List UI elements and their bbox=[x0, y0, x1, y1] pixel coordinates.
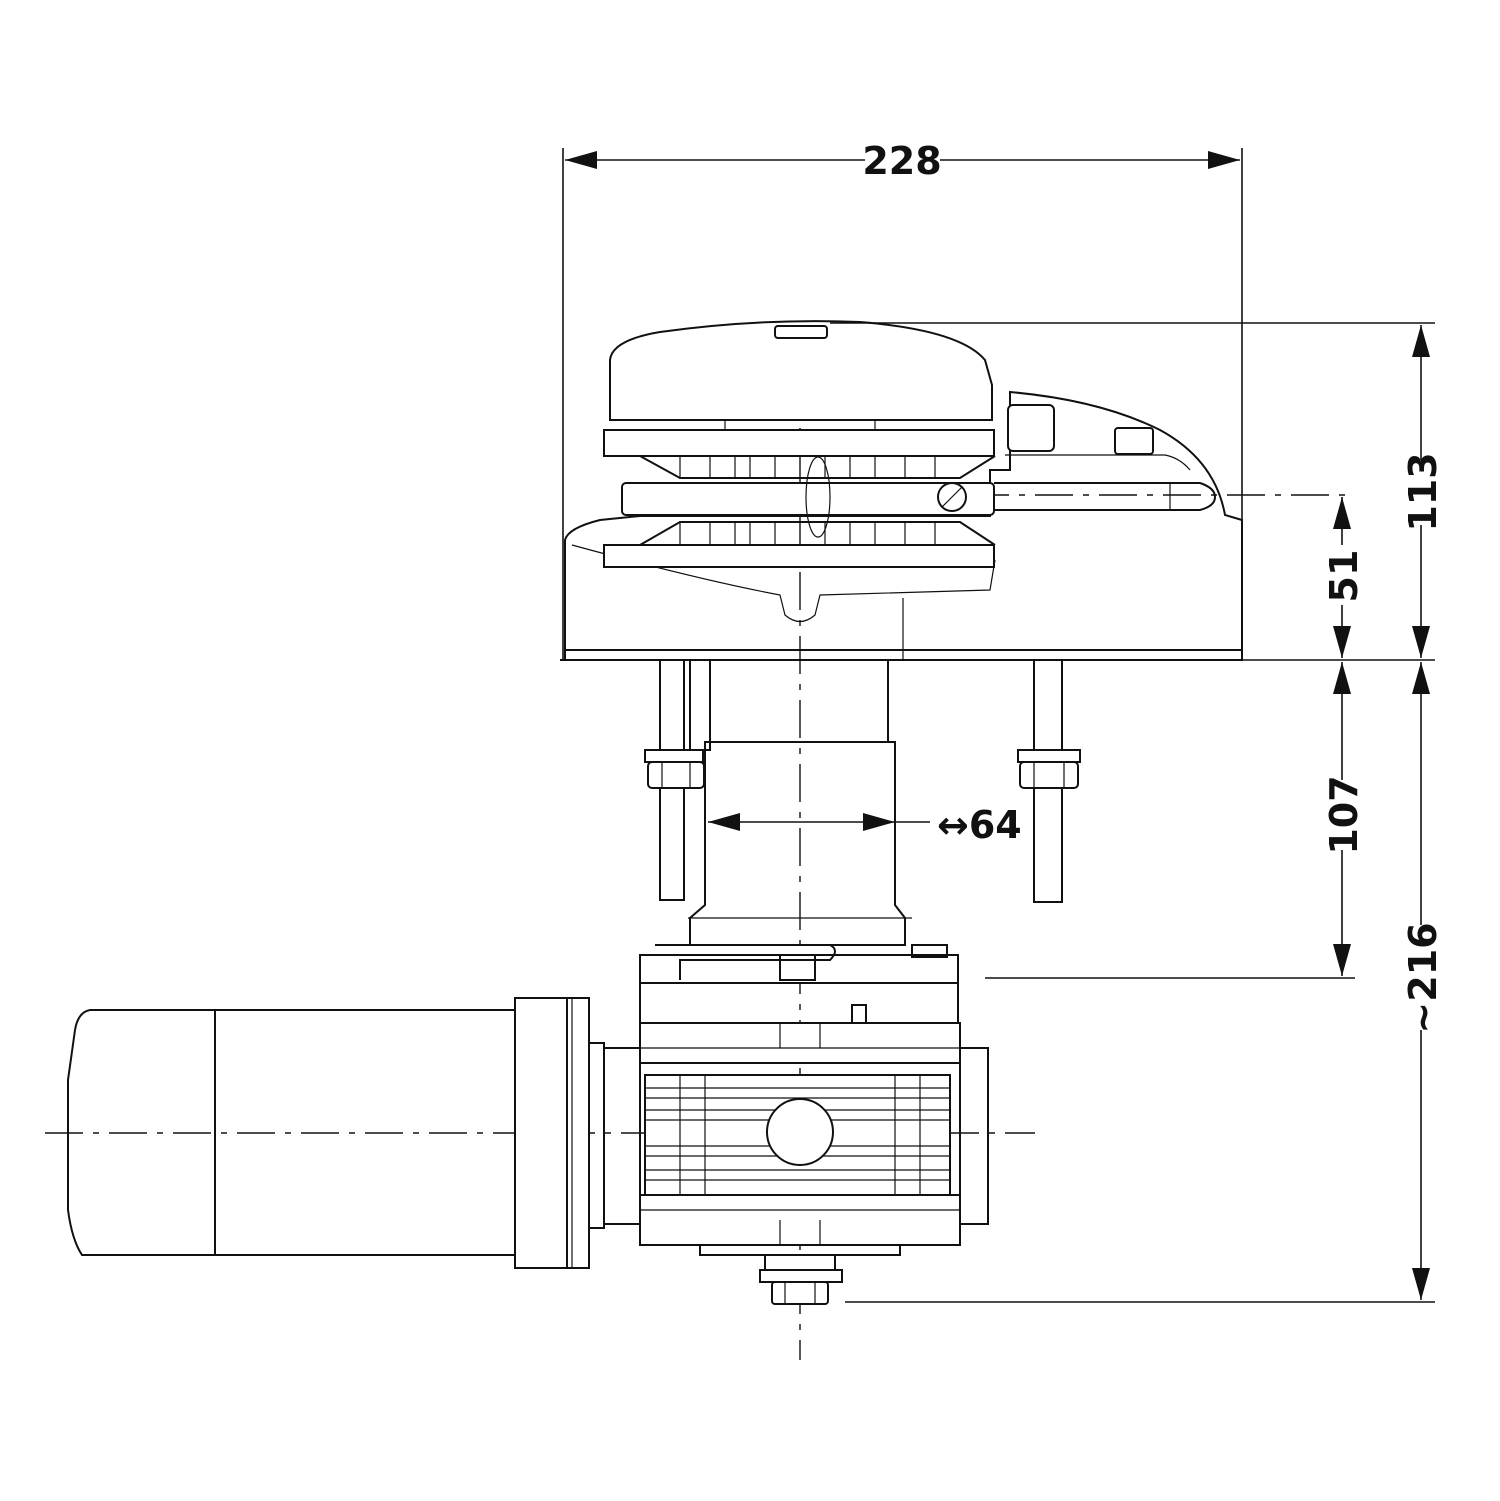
dome-cap bbox=[609, 320, 993, 421]
stud-left-2 bbox=[689, 659, 711, 751]
dim-label-64: ↔64 bbox=[937, 803, 1022, 847]
worm-gear-hub bbox=[766, 1098, 834, 1166]
upper-flange bbox=[603, 429, 995, 457]
washer-left bbox=[644, 749, 704, 763]
gypsy-lower-teeth bbox=[679, 522, 936, 545]
base-housing bbox=[564, 390, 1243, 661]
chain-link bbox=[805, 456, 831, 538]
stripper-arm bbox=[621, 482, 995, 516]
dim-label-51: 51 bbox=[1322, 550, 1366, 603]
dim-label-228: 228 bbox=[862, 139, 941, 183]
arrow-228-right bbox=[1208, 151, 1240, 169]
cap-handle bbox=[774, 325, 828, 339]
control-switch bbox=[1007, 404, 1055, 452]
bottom-washer bbox=[764, 1254, 836, 1271]
gypsy-upper-teeth bbox=[679, 456, 936, 478]
dim-label-113: 113 bbox=[1401, 452, 1445, 531]
dimension-labels: 228 113 51 107 ~216 ↔64 bbox=[862, 139, 1445, 1034]
arrow-228-left bbox=[565, 151, 597, 169]
control-button bbox=[1114, 427, 1154, 455]
gearbox-flange bbox=[639, 982, 959, 1024]
washer-right bbox=[1017, 749, 1081, 763]
shaft-upper bbox=[709, 659, 889, 743]
lower-flange bbox=[603, 544, 995, 568]
dim-label-107: 107 bbox=[1322, 775, 1366, 854]
gearbox-band-bottom bbox=[639, 1194, 961, 1246]
chain-pipe bbox=[994, 482, 1217, 511]
motor-end-cap bbox=[67, 1009, 216, 1256]
gearbox-band-top bbox=[639, 1022, 961, 1064]
motor-flange bbox=[514, 997, 568, 1269]
shaft-column bbox=[689, 741, 906, 946]
dim-label-216: ~216 bbox=[1401, 922, 1445, 1033]
below-deck-unit bbox=[67, 659, 1081, 1305]
dimension-lines bbox=[562, 148, 1435, 1303]
nut-left bbox=[647, 761, 705, 789]
bottom-nut bbox=[771, 1281, 829, 1305]
nut-right bbox=[1019, 761, 1079, 789]
gearbox-side-boss bbox=[959, 1047, 989, 1225]
above-deck-unit bbox=[560, 320, 1243, 661]
